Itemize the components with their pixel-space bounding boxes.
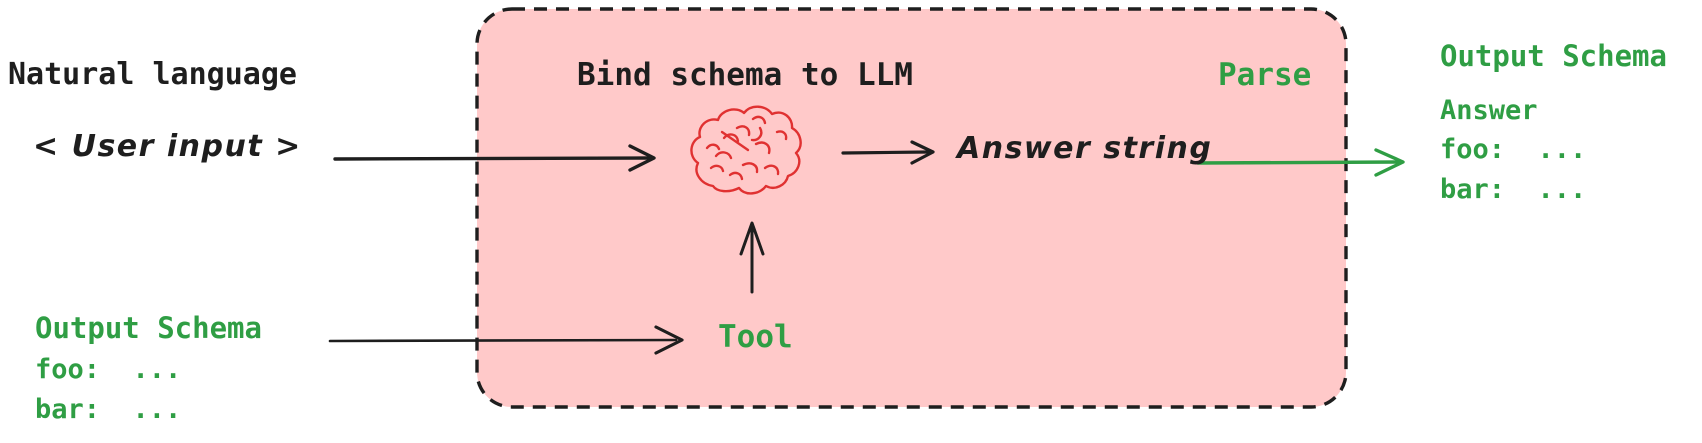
arrow-tool-to-llm <box>739 221 765 294</box>
output-line-foo: foo: ... <box>1440 134 1587 165</box>
output-schema-title: Output Schema <box>1440 39 1667 73</box>
bind-schema-label: Bind schema to LLM <box>577 57 913 93</box>
tool-label: Tool <box>718 319 793 355</box>
schema-input-line-bar: bar: ... <box>35 394 182 425</box>
brain-icon <box>690 105 802 195</box>
natural-language-title: Natural language <box>8 57 297 92</box>
arrow-schema-to-tool <box>328 325 684 355</box>
answer-string-label: Answer string <box>957 131 1213 166</box>
arrow-user-input-to-llm <box>333 144 656 172</box>
schema-input-line-foo: foo: ... <box>35 354 182 385</box>
user-input-text: < User input > <box>33 129 302 164</box>
arrow-parse-to-output <box>1196 148 1405 177</box>
llm-box-outline <box>475 7 1348 409</box>
arrow-llm-to-answer-string <box>841 140 935 165</box>
parse-label: Parse <box>1218 57 1312 93</box>
output-answer-label: Answer <box>1440 95 1538 126</box>
output-line-bar: bar: ... <box>1440 174 1587 205</box>
schema-input-title: Output Schema <box>35 311 262 345</box>
